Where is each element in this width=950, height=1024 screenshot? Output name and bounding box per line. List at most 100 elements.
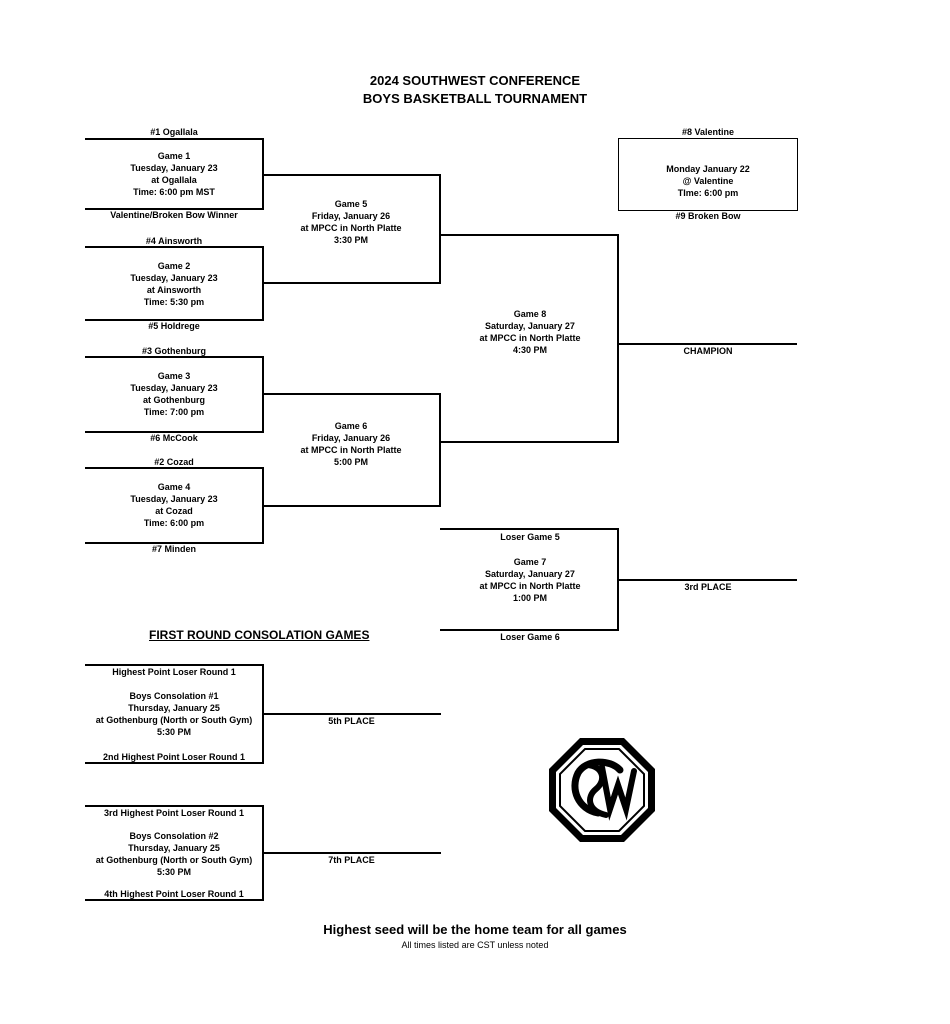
game-5-time: 3:30 PM — [333, 235, 368, 245]
game-6-date: Friday, January 26 — [311, 433, 391, 443]
game-8-location: at MPCC in North Platte — [479, 333, 581, 343]
game-5-info: Game 5 Friday, January 26 at MPCC in Nor… — [262, 198, 440, 246]
c2-bottom-team: 4th Highest Point Loser Round 1 — [104, 889, 244, 899]
playin-location: @ Valentine — [682, 176, 734, 186]
playin-info: Monday January 22 @ Valentine TIme: 6:00… — [618, 163, 798, 199]
seed-1-ogallala: #1 Ogallala — [150, 127, 198, 137]
seventh-place-label: 7th PLACE — [328, 855, 375, 865]
game-2-label: Game 2 — [157, 261, 191, 271]
valentine-broken-bow-winner: Valentine/Broken Bow Winner — [110, 210, 238, 220]
game-2-info: Game 2 Tuesday, January 23 at Ainsworth … — [85, 260, 263, 308]
bracket-line-third — [617, 579, 797, 581]
bracket-line-champion — [617, 343, 797, 345]
bracket-line-g3-top — [85, 356, 263, 358]
consolation-2-info: Boys Consolation #2 Thursday, January 25… — [85, 830, 263, 878]
bracket-line-g6-vert — [439, 393, 441, 507]
c1-label: Boys Consolation #1 — [129, 691, 219, 701]
game-4-date: Tuesday, January 23 — [130, 494, 218, 504]
bracket-line-g6-bottom — [262, 505, 440, 507]
bracket-line-c2-top — [85, 805, 263, 807]
playin-box — [618, 138, 798, 211]
c1-date: Thursday, January 25 — [128, 703, 220, 713]
c2-label: Boys Consolation #2 — [129, 831, 219, 841]
bracket-line-g6-top — [262, 393, 440, 395]
game-6-time: 5:00 PM — [333, 457, 368, 467]
bracket-line-g8-top — [439, 234, 619, 236]
seed-5-holdrege: #5 Holdrege — [148, 321, 200, 331]
bracket-line-g8-bottom — [439, 441, 619, 443]
third-place-label: 3rd PLACE — [684, 582, 732, 592]
game-1-time: Time: 6:00 pm MST — [133, 187, 215, 197]
footer-note: Highest seed will be the home team for a… — [323, 922, 627, 937]
seed-9-broken-bow: #9 Broken Bow — [675, 211, 741, 221]
game-2-location: at Ainsworth — [146, 285, 202, 295]
game-1-date: Tuesday, January 23 — [130, 163, 218, 173]
game-7-info: Game 7 Saturday, January 27 at MPCC in N… — [440, 556, 620, 604]
consolation-title: FIRST ROUND CONSOLATION GAMES — [149, 628, 370, 642]
c2-top-team: 3rd Highest Point Loser Round 1 — [103, 808, 244, 818]
bracket-line-g8-vert — [617, 234, 619, 443]
game-7-location: at MPCC in North Platte — [479, 581, 581, 591]
title-line-2: BOYS BASKETBALL TOURNAMENT — [362, 91, 588, 106]
game-1-info: Game 1 Tuesday, January 23 at Ogallala T… — [85, 150, 263, 198]
game-3-label: Game 3 — [157, 371, 191, 381]
seed-6-mccook: #6 McCook — [150, 433, 198, 443]
bracket-line-g1-bottom — [85, 208, 263, 210]
bracket-line-c1-top — [85, 664, 263, 666]
title-line-1: 2024 SOUTHWEST CONFERENCE — [369, 73, 581, 88]
c1-time: 5:30 PM — [156, 727, 191, 737]
fifth-place-label: 5th PLACE — [328, 716, 375, 726]
bracket-line-g5-bottom — [262, 282, 440, 284]
game-8-label: Game 8 — [513, 309, 547, 319]
game-5-location: at MPCC in North Platte — [300, 223, 402, 233]
seed-4-ainsworth: #4 Ainsworth — [145, 236, 203, 246]
bracket-line-c1-bottom — [85, 762, 263, 764]
loser-game-6: Loser Game 6 — [500, 632, 560, 642]
c1-location: at Gothenburg (North or South Gym) — [95, 715, 253, 725]
game-1-label: Game 1 — [157, 151, 191, 161]
c2-time: 5:30 PM — [156, 867, 191, 877]
bracket-line-g2-bottom — [85, 319, 263, 321]
c1-top-team: Highest Point Loser Round 1 — [112, 667, 236, 677]
game-3-time: Time: 7:00 pm — [143, 407, 205, 417]
seed-7-minden: #7 Minden — [151, 544, 196, 554]
bracket-line-c1-place — [262, 713, 441, 715]
bracket-line-g7-bottom — [440, 629, 619, 631]
game-8-time: 4:30 PM — [512, 345, 547, 355]
bracket-line-c2-bottom — [85, 899, 263, 901]
game-7-date: Saturday, January 27 — [485, 569, 575, 579]
champion-label: CHAMPION — [683, 346, 733, 356]
game-2-date: Tuesday, January 23 — [130, 273, 218, 283]
game-7-label: Game 7 — [513, 557, 547, 567]
game-6-info: Game 6 Friday, January 26 at MPCC in Nor… — [262, 420, 440, 468]
bracket-line-g4-top — [85, 467, 263, 469]
game-7-time: 1:00 PM — [512, 593, 547, 603]
game-8-info: Game 8 Saturday, January 27 at MPCC in N… — [440, 308, 620, 356]
bracket-line-g5-vert — [439, 174, 441, 284]
bracket-line-c2-place — [262, 852, 441, 854]
playin-date: Monday January 22 — [666, 164, 750, 174]
game-2-time: Time: 5:30 pm — [143, 297, 205, 307]
playin-time: TIme: 6:00 pm — [677, 188, 739, 198]
bracket-line-g4-bottom — [85, 542, 263, 544]
footer-subnote: All times listed are CST unless noted — [401, 940, 549, 950]
swc-logo-icon — [549, 738, 655, 842]
bracket-line-g1-top — [85, 138, 263, 140]
bracket-line-g7-top — [440, 528, 619, 530]
seed-8-valentine: #8 Valentine — [681, 127, 735, 137]
c2-location: at Gothenburg (North or South Gym) — [95, 855, 253, 865]
game-1-location: at Ogallala — [151, 175, 197, 185]
bracket-line-g2-top — [85, 246, 263, 248]
c2-date: Thursday, January 25 — [128, 843, 220, 853]
game-5-date: Friday, January 26 — [311, 211, 391, 221]
game-6-location: at MPCC in North Platte — [300, 445, 402, 455]
game-3-info: Game 3 Tuesday, January 23 at Gothenburg… — [85, 370, 263, 418]
bracket-line-g3-bottom — [85, 431, 263, 433]
game-5-label: Game 5 — [334, 199, 368, 209]
game-4-time: Time: 6:00 pm — [143, 518, 205, 528]
game-3-date: Tuesday, January 23 — [130, 383, 218, 393]
c1-bottom-team: 2nd Highest Point Loser Round 1 — [102, 752, 245, 762]
game-3-location: at Gothenburg — [143, 395, 205, 405]
seed-3-gothenburg: #3 Gothenburg — [141, 346, 206, 356]
consolation-1-info: Boys Consolation #1 Thursday, January 25… — [85, 690, 263, 738]
